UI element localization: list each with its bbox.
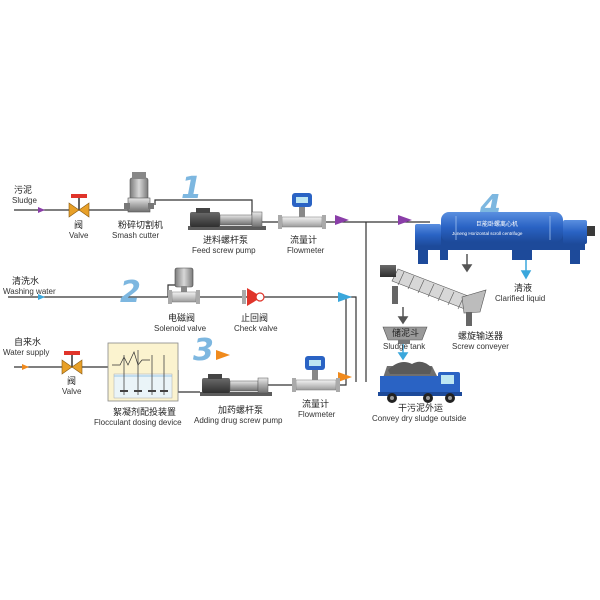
flowmeter-1 — [278, 193, 326, 229]
label-feed-pump-cn: 进料螺杆泵 — [203, 234, 248, 245]
label-valve1-en: Valve — [69, 231, 89, 240]
check-valve[interactable] — [242, 288, 265, 306]
arrow-sludge-3 — [398, 215, 412, 225]
label-valve2-cn: 阀 — [67, 376, 76, 386]
label-flocculant-cn: 絮凝剂配投装置 — [113, 406, 176, 417]
label-valve1-cn: 阀 — [74, 220, 83, 230]
screw-conveyer — [380, 265, 487, 326]
label-flowmeter1-en: Flowmeter — [287, 246, 325, 255]
label-clarified-cn: 清液 — [514, 282, 532, 293]
arrow-sludge-1 — [38, 207, 45, 213]
label-sludge-en: Sludge — [12, 196, 37, 205]
label-centrifuge-en: Juneng Horizontal scroll centrifuge — [452, 231, 523, 236]
horizontal-scroll-centrifuge — [415, 212, 595, 264]
arrow-water-1 — [22, 364, 29, 370]
solenoid-valve[interactable] — [168, 267, 200, 304]
label-feed-pump-en: Feed screw pump — [192, 246, 256, 255]
dump-truck — [378, 361, 462, 403]
flowmeter-2 — [292, 356, 340, 392]
arrow-wash-2 — [338, 292, 352, 302]
arrow-truck-down — [397, 344, 409, 361]
labels: 污泥 Sludge 阀 Valve 粉碎切割机 Smash cutter 进料螺… — [3, 184, 545, 427]
label-clarified-en: Clarified liquid — [495, 294, 545, 303]
label-screw-conv-en: Screw conveyer — [452, 342, 509, 351]
label-flowmeter1-cn: 流量计 — [290, 234, 317, 245]
label-smash-en: Smash cutter — [112, 231, 159, 240]
valve-1[interactable] — [68, 194, 90, 218]
pipes — [8, 199, 430, 393]
dosing-pipe — [177, 370, 200, 393]
arrow-centrifuge-down — [461, 254, 473, 273]
label-sludge-tank-en: Sludge tank — [383, 342, 426, 351]
label-flocculant-en: Flocculant dosing device — [94, 418, 182, 427]
washing-pipe — [8, 296, 357, 382]
label-centrifuge-cn: 巨能卧螺离心机 — [476, 220, 518, 228]
arrow-sludge-2 — [335, 215, 349, 225]
label-water-supply-en: Water supply — [3, 348, 49, 357]
label-washing-cn: 清洗水 — [12, 275, 39, 286]
adding-pipe — [265, 297, 347, 386]
label-water-supply-cn: 自来水 — [14, 336, 41, 347]
arrow-water-2 — [216, 350, 230, 360]
valve-2[interactable] — [61, 351, 83, 375]
label-flowmeter2-en: Flowmeter — [298, 410, 336, 419]
label-solenoid-cn: 电磁阀 — [168, 312, 195, 323]
arrow-water-3 — [338, 372, 352, 382]
label-check-en: Check valve — [234, 324, 278, 333]
arrow-wash-1 — [38, 294, 45, 300]
label-valve2-en: Valve — [62, 387, 82, 396]
label-screw-conv-cn: 螺旋输送器 — [458, 330, 503, 341]
smash-cutter — [124, 172, 154, 213]
label-adding-pump-cn: 加药螺杆泵 — [218, 404, 263, 415]
step-number-1: 1 — [181, 171, 202, 206]
flocculant-dosing-device — [107, 342, 179, 402]
sludge-tank — [382, 326, 428, 344]
label-check-cn: 止回阀 — [241, 312, 268, 323]
label-flowmeter2-cn: 流量计 — [302, 398, 329, 409]
label-convey-cn: 干污泥外运 — [398, 402, 443, 413]
label-smash-cn: 粉碎切割机 — [118, 219, 163, 230]
adding-drug-screw-pump — [200, 374, 272, 396]
label-adding-pump-en: Adding drug screw pump — [194, 416, 283, 425]
step-number-3: 3 — [193, 333, 214, 368]
feed-screw-pump — [188, 208, 266, 230]
flow-arrows — [22, 207, 532, 382]
arrow-tank-down — [397, 307, 409, 325]
label-convey-en: Convey dry sludge outside — [372, 414, 467, 423]
label-sludge-tank-cn: 储泥斗 — [392, 327, 419, 338]
step-number-2: 2 — [120, 275, 141, 310]
label-sludge-cn: 污泥 — [14, 184, 32, 195]
label-solenoid-en: Solenoid valve — [154, 324, 207, 333]
label-washing-en: Washing water — [3, 287, 56, 296]
arrow-clarified-down — [520, 258, 532, 280]
